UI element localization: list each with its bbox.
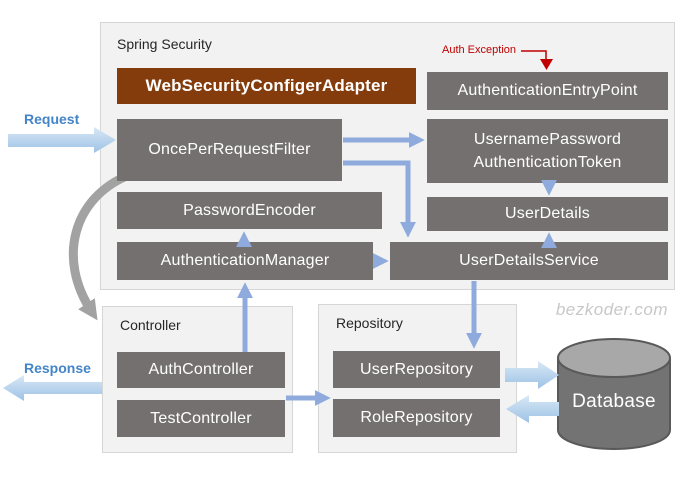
node-role-repository: RoleRepository xyxy=(333,399,500,437)
node-label: UserDetails xyxy=(505,205,590,223)
node-test-controller: TestController xyxy=(117,400,285,437)
node-auth-controller: AuthController xyxy=(117,352,285,388)
node-label: RoleRepository xyxy=(360,409,473,427)
response-label: Response xyxy=(24,360,91,376)
node-label-line1: UsernamePassword xyxy=(473,130,622,148)
node-label-line2: AuthenticationToken xyxy=(473,154,622,171)
node-password-encoder: PasswordEncoder xyxy=(117,192,382,229)
controller-label: Controller xyxy=(120,317,181,333)
node-label: UserDetailsService xyxy=(459,252,599,270)
watermark: bezkoder.com xyxy=(555,300,668,319)
node-authentication-manager: AuthenticationManager xyxy=(117,242,373,280)
node-web-security-configer-adapter: WebSecurityConfigerAdapter xyxy=(117,68,416,104)
node-label: AuthController xyxy=(148,361,254,379)
node-username-password-authentication-token: UsernamePassword AuthenticationToken xyxy=(427,119,668,183)
node-user-details: UserDetails xyxy=(427,197,668,231)
node-label: AuthenticationEntryPoint xyxy=(457,82,638,100)
repository-label: Repository xyxy=(336,315,403,331)
node-label: UserRepository xyxy=(359,360,474,378)
node-label: PasswordEncoder xyxy=(183,201,316,219)
node-once-per-request-filter: OncePerRequestFilter xyxy=(117,119,342,181)
request-label: Request xyxy=(24,111,80,127)
node-label: OncePerRequestFilter xyxy=(148,141,311,159)
block-arrow-response xyxy=(3,375,102,401)
node-label: AuthenticationManager xyxy=(160,252,330,270)
database-label: Database xyxy=(572,391,656,412)
node-user-details-service: UserDetailsService xyxy=(390,242,668,280)
node-user-repository: UserRepository xyxy=(333,351,500,388)
spring-security-label: Spring Security xyxy=(117,36,212,52)
node-authentication-entry-point: AuthenticationEntryPoint xyxy=(427,72,668,110)
node-label: WebSecurityConfigerAdapter xyxy=(145,75,388,95)
node-label: TestController xyxy=(150,409,252,427)
auth-exception-label: Auth Exception xyxy=(442,44,516,56)
